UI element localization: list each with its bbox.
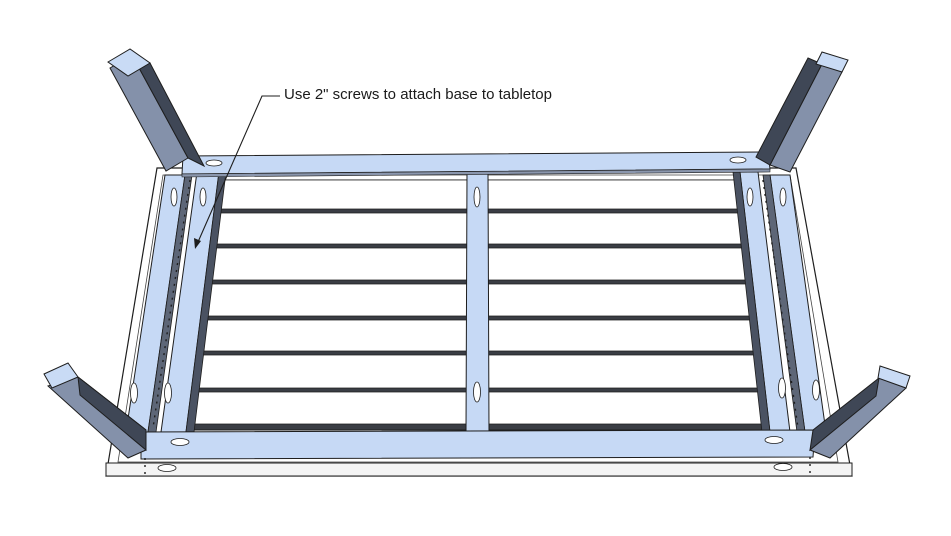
pocket-hole	[130, 382, 138, 404]
pocket-hole	[157, 464, 177, 472]
callout-leader	[194, 95, 280, 249]
pocket-hole	[778, 377, 786, 399]
leg-bottom-right	[809, 365, 911, 459]
pocket-hole	[170, 438, 190, 446]
pocket-hole	[746, 187, 754, 207]
arrowhead-icon	[194, 238, 201, 249]
pocket-hole	[812, 379, 820, 401]
screw-marks	[144, 179, 811, 478]
leg-top-right	[755, 51, 849, 173]
pocket-hole	[164, 382, 172, 404]
tabletop-slats	[185, 179, 771, 425]
pocket-hole	[779, 187, 787, 207]
annotation-text: Use 2" screws to attach base to tabletop	[284, 86, 552, 103]
leg-top-left	[107, 48, 206, 172]
pocket-hole	[170, 187, 178, 207]
pocket-hole	[764, 436, 784, 444]
pocket-hole	[773, 463, 793, 471]
pocket-hole	[473, 186, 481, 208]
pocket-hole	[205, 159, 223, 167]
pocket-hole	[473, 381, 481, 403]
pocket-hole	[199, 187, 207, 207]
leg-bottom-left	[43, 362, 147, 459]
top-end-apron	[181, 151, 771, 178]
pocket-hole	[729, 156, 747, 164]
center-stretcher	[465, 171, 490, 433]
